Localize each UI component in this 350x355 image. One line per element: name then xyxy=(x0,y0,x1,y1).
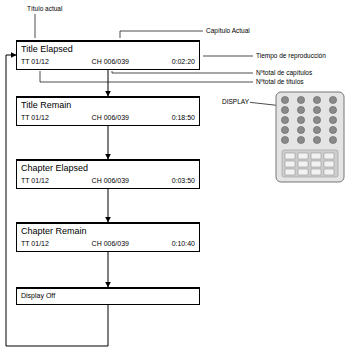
display-state-box: Chapter Elapsed TT 01/12 CH 006/039 0:03:50 xyxy=(16,159,200,189)
remote-button xyxy=(329,116,336,123)
keypad-key xyxy=(285,153,295,159)
state-heading: Display Off xyxy=(21,291,195,301)
flow-arrow xyxy=(108,126,109,159)
keypad-keys xyxy=(285,153,334,175)
remote-body xyxy=(276,92,344,182)
remote-button xyxy=(329,126,336,133)
keypad-key xyxy=(298,153,308,159)
callout-label: Nºtotal de capítulos xyxy=(255,69,313,77)
callout-label: DISPLAY xyxy=(221,98,250,106)
callout-label: Capítulo Actual xyxy=(205,27,251,35)
remote-control xyxy=(276,92,344,182)
status-row: TT 01/12 CH 006/039 0:03:50 xyxy=(21,174,195,186)
keypad-key xyxy=(311,161,321,167)
status-value: TT 01/12 xyxy=(21,57,49,67)
state-heading: Chapter Remain xyxy=(21,226,195,237)
status-value: TT 01/12 xyxy=(21,113,49,123)
status-row: TT 01/12 CH 006/039 0:02:20 xyxy=(21,55,195,67)
remote-button xyxy=(329,106,336,113)
keypad-key xyxy=(285,161,295,167)
callout-label: Título actual xyxy=(26,5,63,13)
status-value: CH 006/039 xyxy=(92,113,129,123)
remote-button xyxy=(281,136,288,143)
status-value: 0:03:50 xyxy=(172,176,195,186)
status-value: CH 006/039 xyxy=(92,57,129,67)
remote-button xyxy=(329,136,336,143)
remote-button xyxy=(281,96,288,103)
leader-line xyxy=(203,56,253,57)
state-heading: Chapter Elapsed xyxy=(21,163,195,174)
remote-button xyxy=(313,126,320,133)
leader-line xyxy=(40,71,253,82)
remote-button xyxy=(281,126,288,133)
keypad-key xyxy=(324,153,334,159)
leader-line xyxy=(112,71,253,73)
remote-button xyxy=(281,106,288,113)
remote-button xyxy=(297,106,304,113)
remote-button xyxy=(313,136,320,143)
keypad-key xyxy=(311,169,321,175)
state-heading: Title Remain xyxy=(21,100,195,111)
status-value: CH 006/039 xyxy=(92,239,129,249)
display-state-box: Title Elapsed TT 01/12 CH 006/039 0:02:20 xyxy=(16,40,200,70)
flow-arrow xyxy=(108,70,109,96)
status-value: 0:10:40 xyxy=(172,239,195,249)
keypad-key xyxy=(298,161,308,167)
display-state-box: Chapter Remain TT 01/12 CH 006/039 0:10:40 xyxy=(16,222,200,252)
flow-arrow xyxy=(108,189,109,222)
leader-line xyxy=(35,14,36,38)
remote-button xyxy=(281,116,288,123)
keypad xyxy=(282,150,338,177)
state-heading: Title Elapsed xyxy=(21,44,195,55)
status-value: 0:18:50 xyxy=(172,113,195,123)
keypad-key xyxy=(298,169,308,175)
status-row: TT 01/12 CH 006/039 0:18:50 xyxy=(21,111,195,123)
remote-button xyxy=(329,96,336,103)
keypad-key xyxy=(285,169,295,175)
remote-button xyxy=(313,116,320,123)
status-value: TT 01/12 xyxy=(21,176,49,186)
remote-button xyxy=(297,126,304,133)
keypad-key xyxy=(324,169,334,175)
keypad-key xyxy=(311,153,321,159)
display-state-box: Display Off xyxy=(16,287,200,305)
callout-label: Tiempo de reproducción xyxy=(255,52,327,60)
status-row: TT 01/12 CH 006/039 0:10:40 xyxy=(21,237,195,249)
remote-button xyxy=(313,96,320,103)
status-value: 0:02:20 xyxy=(172,57,195,67)
status-value: CH 006/039 xyxy=(92,176,129,186)
remote-button xyxy=(297,136,304,143)
remote-button xyxy=(297,96,304,103)
leader-line xyxy=(120,31,203,38)
flow-arrow xyxy=(108,252,109,287)
remote-button xyxy=(297,116,304,123)
remote-buttons xyxy=(281,96,336,143)
display-state-box: Title Remain TT 01/12 CH 006/039 0:18:50 xyxy=(16,96,200,126)
keypad-key xyxy=(324,161,334,167)
remote-button xyxy=(313,106,320,113)
status-value: TT 01/12 xyxy=(21,239,49,249)
callout-label: Nºtotal de títulos xyxy=(255,78,305,86)
